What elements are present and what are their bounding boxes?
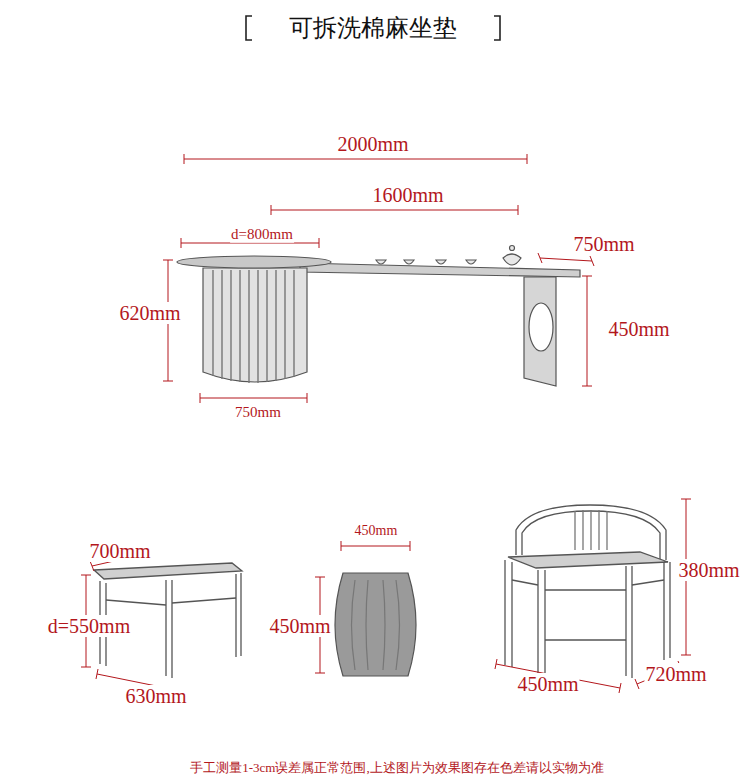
- title: 可拆洗棉麻坐垫: [289, 15, 457, 41]
- dimension-label: d=800mm: [230, 226, 294, 243]
- dimension-label: 450mm: [268, 615, 331, 637]
- dimension-label: 700mm: [88, 540, 151, 562]
- dimension-label: 380mm: [677, 559, 740, 581]
- dimension-label: 620mm: [118, 302, 181, 324]
- dimension-label: 450mm: [516, 673, 579, 695]
- dimension-label: 720mm: [644, 663, 707, 685]
- dimension-label: 1600mm: [371, 184, 444, 206]
- armchair-sketch: [505, 505, 670, 678]
- dimension-label: 450mm: [354, 523, 399, 538]
- drum-stool-sketch: [335, 573, 416, 676]
- tea-table-sketch: [177, 246, 580, 387]
- caption: 手工测量1-3cm误差属正常范围,上述图片为效果图存在色差请以实物为准: [190, 761, 603, 775]
- dimension-label: 750mm: [572, 233, 635, 255]
- dimension-label: 450mm: [607, 318, 670, 340]
- dimension-label: 750mm: [234, 404, 282, 421]
- dimension-label: 630mm: [124, 685, 187, 707]
- dimension-line: [81, 154, 691, 695]
- dimension-label: d=550mm: [47, 615, 131, 637]
- dimension-label: 2000mm: [336, 133, 409, 155]
